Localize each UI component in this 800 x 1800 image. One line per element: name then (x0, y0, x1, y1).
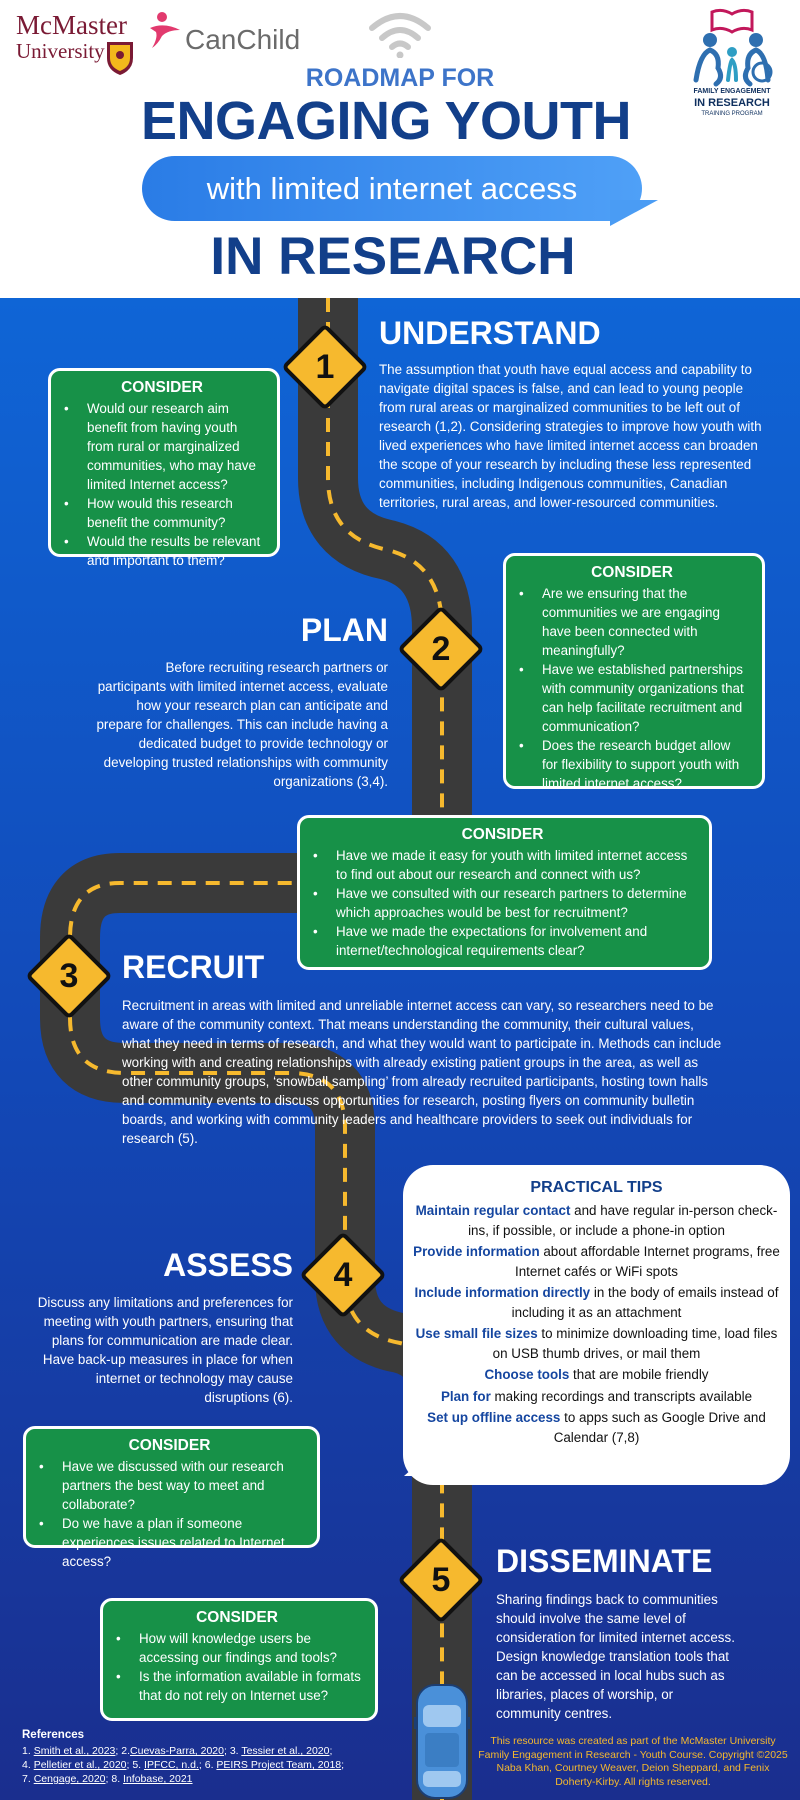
consider-box-understand: CONSIDER Would our research aim benefit … (48, 368, 280, 568)
reference-link[interactable]: Tessier et al., 2020 (241, 1745, 330, 1757)
consider-heading: CONSIDER (591, 564, 673, 581)
tip-item: Choose tools that are mobile friendly (484, 1367, 709, 1382)
mcmaster-name: McMaster (16, 10, 127, 40)
mcmaster-logo: McMaster University (16, 12, 127, 62)
tip-item: Include information directly in the body… (414, 1285, 779, 1320)
reference-link[interactable]: PEIRS Project Team, 2018 (216, 1759, 342, 1771)
consider-item: Have we made it easy for youth with limi… (310, 846, 695, 884)
consider-heading: CONSIDER (461, 826, 544, 843)
header-engaging-youth: ENGAGING YOUTH (140, 91, 632, 151)
references: References 1. Smith et al., 2023; 2.Cuev… (22, 1729, 345, 1785)
plan-title: PLAN (300, 612, 388, 648)
feir-line2: IN RESEARCH (694, 97, 770, 109)
feir-line1: FAMILY ENGAGEMENT (693, 88, 771, 95)
consider-item: Have we discussed with our research part… (36, 1457, 303, 1514)
tip-item: Use small file sizes to minimize downloa… (415, 1326, 778, 1361)
reference-link[interactable]: Cengage, 2020 (33, 1773, 106, 1785)
header-speech-bubble: with limited internet access (142, 156, 642, 221)
roadmap-area: 1 UNDERSTAND The assumption that youth h… (0, 298, 800, 1800)
plan-text: Before recruiting research partners or p… (96, 660, 388, 789)
consider-heading: CONSIDER (196, 1609, 278, 1626)
canchild-name: CanChild (185, 24, 301, 55)
header-in-research: IN RESEARCH (210, 227, 576, 286)
consider-item: Are we ensuring that the communities we … (516, 584, 748, 660)
mcmaster-university: University (16, 39, 105, 63)
recruit-text: Recruitment in areas with limited and un… (122, 998, 722, 1146)
header: McMaster University CanChild FAMILY (0, 0, 800, 298)
understand-text: The assumption that youth have equal acc… (379, 362, 762, 510)
tip-item: Plan for making recordings and transcrip… (440, 1388, 753, 1404)
practical-tips-box: PRACTICAL TIPS Maintain regular contact … (403, 1165, 790, 1485)
consider-item: Would the results be relevant and import… (61, 532, 263, 570)
family-book-icon (693, 8, 773, 87)
header-roadmap-for: ROADMAP FOR (305, 64, 495, 92)
step-1-number: 1 (315, 348, 335, 386)
reference-link[interactable]: Pelletier et al., 2020 (33, 1759, 127, 1771)
shield-icon (107, 42, 133, 75)
references-title: References (22, 1729, 85, 1741)
consider-item: How would this research benefit the comm… (61, 494, 263, 532)
step-2-number: 2 (431, 630, 451, 668)
practical-tips-title: PRACTICAL TIPS (530, 1179, 663, 1196)
canchild-logo: CanChild (148, 10, 308, 55)
feir-line3: TRAINING PROGRAM (701, 111, 763, 117)
tip-item: Maintain regular contact and have regula… (415, 1203, 778, 1238)
road-center-line (68, 298, 444, 1800)
feir-logo: FAMILY ENGAGEMENT IN RESEARCH TRAINING P… (682, 8, 782, 120)
consider-item: Is the information available in formats … (113, 1667, 361, 1705)
consider-box-plan: CONSIDER Are we ensuring that the commun… (503, 553, 765, 791)
consider-heading: CONSIDER (121, 379, 203, 396)
speech-bubble-tail (610, 200, 658, 226)
disseminate-title: DISSEMINATE (496, 1543, 713, 1579)
understand-title: UNDERSTAND (379, 315, 601, 351)
consider-box-disseminate: CONSIDER How will knowledge users be acc… (100, 1598, 378, 1721)
consider-box-recruit: CONSIDER Have we made it easy for youth … (297, 815, 712, 970)
consider-item: Would our research aim benefit from havi… (61, 399, 263, 494)
reference-link[interactable]: IPFCC, n.d. (144, 1759, 199, 1771)
consider-box-assess: CONSIDER Have we discussed with our rese… (23, 1426, 320, 1569)
consider-item: Does the research budget allow for flexi… (516, 736, 748, 793)
copyright-credit: This resource was created as part of the… (478, 1735, 788, 1788)
tips-bubble-tail (404, 1446, 438, 1476)
consider-item: How will knowledge users be accessing ou… (113, 1629, 361, 1667)
consider-item: Have we established partnerships with co… (516, 660, 748, 736)
assess-text: Discuss any limitations and preferences … (37, 1295, 293, 1405)
wifi-icon (369, 13, 431, 58)
consider-heading: CONSIDER (128, 1437, 211, 1454)
step-5-number: 5 (431, 1561, 451, 1599)
canchild-figure-icon (150, 12, 180, 48)
consider-item: Do we have a plan if someone experiences… (36, 1514, 303, 1571)
tip-item: Provide information about affordable Int… (413, 1244, 780, 1279)
consider-item: Have we made the expectations for involv… (310, 922, 695, 960)
reference-link[interactable]: Cuevas-Parra, 2020 (130, 1745, 224, 1757)
tip-item: Set up offline access to apps such as Go… (427, 1410, 766, 1445)
reference-link[interactable]: Infobase, 2021 (123, 1773, 193, 1785)
recruit-title: RECRUIT (122, 949, 265, 985)
step-4-number: 4 (333, 1256, 353, 1294)
consider-item: Have we consulted with our research part… (310, 884, 695, 922)
assess-title: ASSESS (163, 1247, 293, 1283)
reference-link[interactable]: Smith et al., 2023 (33, 1745, 116, 1757)
disseminate-text: Sharing findings back to communities sho… (496, 1592, 735, 1721)
step-3-number: 3 (59, 957, 79, 995)
car-icon (414, 1684, 470, 1799)
